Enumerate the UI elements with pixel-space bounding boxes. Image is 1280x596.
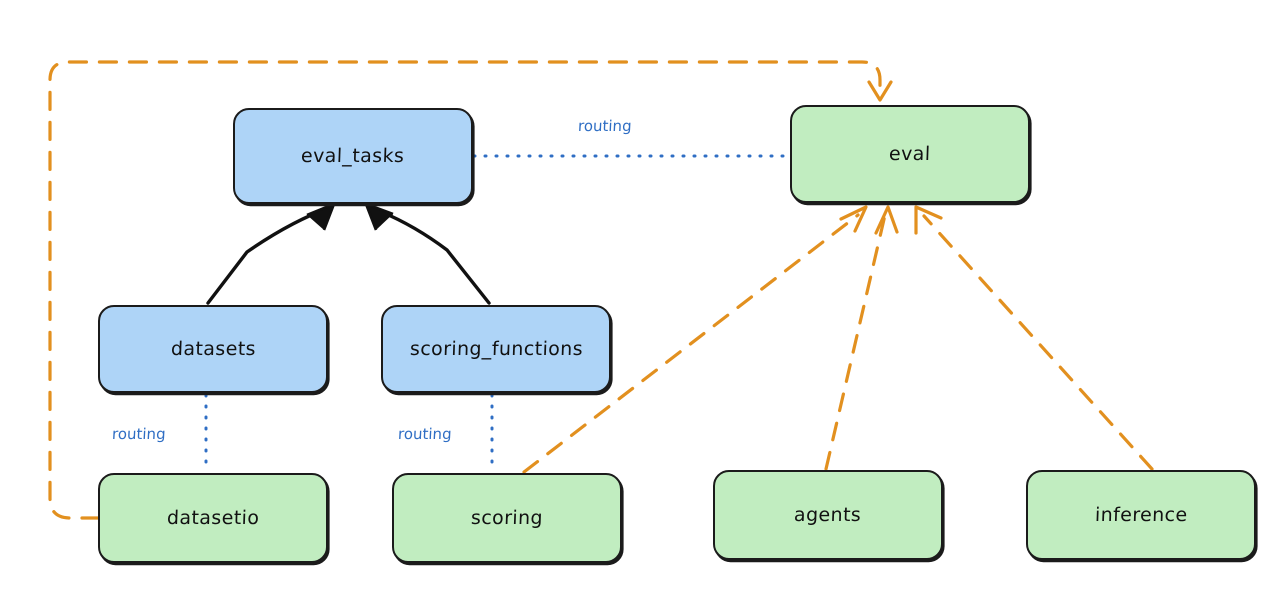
edge-inference-to-eval [914, 205, 1154, 471]
edge-label-routing-eval-tasks-eval: routing [577, 117, 633, 135]
node-datasets[interactable]: datasets [98, 305, 328, 393]
node-eval-tasks[interactable]: eval_tasks [233, 108, 473, 204]
node-label-datasets: datasets [170, 338, 256, 360]
node-label-agents: agents [794, 504, 862, 526]
node-label-scoring: scoring [470, 507, 544, 529]
edge-label-routing-scoring-functions-scoring: routing [397, 425, 453, 443]
edge-agents-to-eval [824, 205, 899, 471]
node-inference[interactable]: inference [1026, 470, 1256, 560]
node-scoring-functions[interactable]: scoring_functions [381, 305, 611, 393]
edge-scoring-functions-to-eval-tasks [364, 202, 491, 305]
node-label-eval-tasks: eval_tasks [300, 145, 406, 167]
node-datasetio[interactable]: datasetio [98, 473, 328, 563]
node-label-inference: inference [1094, 504, 1188, 526]
node-agents[interactable]: agents [713, 470, 943, 560]
node-label-datasetio: datasetio [166, 507, 260, 529]
node-label-scoring-functions: scoring_functions [409, 338, 583, 360]
node-scoring[interactable]: scoring [392, 473, 622, 563]
edge-datasets-to-eval-tasks [206, 202, 336, 305]
edge-label-routing-datasets-datasetio: routing [111, 425, 167, 443]
node-label-eval: eval [888, 143, 932, 165]
node-eval[interactable]: eval [790, 105, 1030, 203]
